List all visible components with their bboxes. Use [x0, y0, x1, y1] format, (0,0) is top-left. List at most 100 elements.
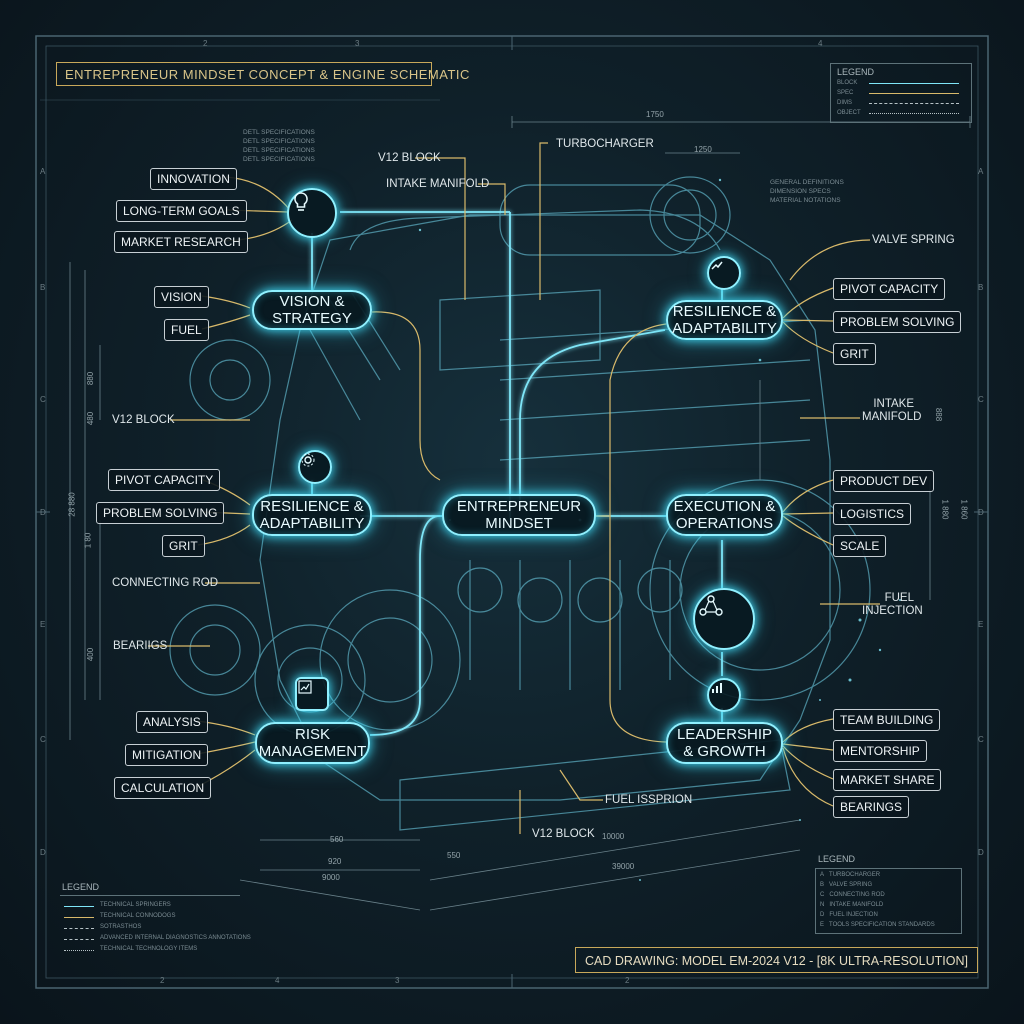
legend-box-bottom-left: TECHNICAL SPRINGERS TECHNICAL CONNODOGS …	[60, 895, 251, 956]
legend-row: B VALVE SPRING	[820, 882, 873, 888]
dimension-text: 39000	[612, 862, 635, 871]
dimension-text: 560	[330, 835, 344, 844]
dimension-text: 920	[328, 857, 342, 866]
grid-label-right: C	[978, 735, 984, 744]
legend-row: TECHNICAL SPRINGERS	[100, 902, 171, 908]
grid-label-right: E	[978, 620, 984, 629]
label-connecting-rod: CONNECTING ROD	[112, 577, 219, 589]
legend-row: C CONNECTING ROD	[820, 892, 885, 898]
legend-title-bottom-right: LEGEND	[818, 854, 856, 864]
label-intake-manifold-top: INTAKE MANIFOLD	[386, 178, 490, 190]
legend-row: E TOOLS SPECIFICATION STANDARDS	[820, 922, 935, 928]
gear-icon	[298, 450, 332, 484]
network-nodes-icon	[693, 588, 755, 650]
grid-label-left: C	[40, 735, 46, 744]
grid-label-left: C	[40, 395, 46, 404]
label-fuel: FUEL	[164, 319, 209, 341]
label-problem-solving-left: PROBLEM SOLVING	[96, 502, 225, 524]
label-pivot-capacity-right: PIVOT CAPACITY	[833, 278, 946, 300]
cyan-connectors	[311, 211, 723, 736]
label-analysis: ANALYSIS	[136, 711, 208, 733]
legend-box-bottom-right: A TURBOCHARGER B VALVE SPRING C CONNECTI…	[815, 868, 962, 934]
legend-line-sample	[869, 113, 959, 115]
label-bearings-left: BEARIIGS	[113, 640, 168, 652]
sparkle-dots	[418, 178, 901, 881]
grid-label-top: 2	[203, 39, 208, 48]
legend-line-sample	[869, 83, 959, 84]
lightbulb-icon	[287, 188, 337, 238]
label-fuel-ission: FUEL ISSPRION	[605, 794, 693, 806]
legend-line-sample	[869, 93, 959, 94]
drawing-title: ENTREPRENEUR MINDSET CONCEPT & ENGINE SC…	[56, 62, 469, 86]
legend-row: D FUEL INJECTION	[820, 912, 878, 918]
legend-line-sample	[869, 103, 959, 105]
legend-row: N INTAKE MANIFOLD	[820, 902, 884, 908]
grid-label-bottom: 2	[160, 976, 165, 985]
node-execution-operations[interactable]: EXECUTION &OPERATIONS	[666, 494, 783, 536]
legend-row: ADVANCED INTERNAL DIAGNOSTICS ANNOTATION…	[100, 935, 251, 941]
drawing-footer-title: CAD DRAWING: MODEL EM-2024 V12 - [8K ULT…	[575, 947, 978, 973]
legend-row: SOTRASTHOS	[100, 924, 142, 930]
label-v12-block-bottom: V12 BLOCK	[532, 828, 595, 840]
dimension-text: 1 860	[959, 499, 969, 520]
node-resilience-adaptability-right[interactable]: RESILIENCE &ADAPTABILITY	[666, 300, 783, 340]
legend-row: TECHNICAL TECHNOLOGY ITEMS	[100, 946, 198, 952]
grid-label-bottom: 4	[275, 976, 280, 985]
grid-label-top: 4	[818, 39, 823, 48]
node-vision-strategy[interactable]: VISION &STRATEGY	[252, 290, 372, 330]
grid-label-left: A	[40, 167, 46, 176]
label-grit-left: GRIT	[162, 535, 205, 557]
legend-row: TECHNICAL CONNODOGS	[100, 913, 176, 919]
label-scale: SCALE	[833, 535, 887, 557]
label-turbocharger: TURBOCHARGER	[556, 138, 654, 150]
dimension-text: 28 880	[67, 492, 77, 517]
label-grit-right: GRIT	[833, 343, 876, 365]
grid-label-left: E	[40, 620, 46, 629]
grid-label-left: D	[40, 508, 46, 517]
node-resilience-adaptability-left[interactable]: RESILIENCE &ADAPTABILITY	[252, 494, 372, 536]
dimension-text: 480	[86, 411, 96, 426]
label-long-term-goals: LONG-TERM GOALS	[116, 200, 247, 222]
label-product-dev: PRODUCT DEV	[833, 470, 935, 492]
grid-label-left: D	[40, 848, 46, 857]
grid-label-right: B	[978, 283, 984, 292]
dimension-text: 9000	[322, 873, 340, 882]
label-v12-block-left: V12 BLOCK	[112, 414, 175, 426]
node-leadership-growth[interactable]: LEADERSHIP& GROWTH	[666, 722, 783, 764]
dimension-text: 550	[447, 851, 461, 860]
grid-label-bottom: 3	[395, 976, 400, 985]
grid-label-right: D	[978, 848, 984, 857]
legend-row: BLOCK	[837, 80, 858, 86]
legend-row: OBJECT	[837, 110, 861, 116]
dimension-text: 1 80	[83, 532, 93, 549]
label-market-share: MARKET SHARE	[833, 769, 942, 791]
label-problem-solving-right: PROBLEM SOLVING	[833, 311, 962, 333]
label-valve-spring: VALVE SPRING	[872, 234, 955, 246]
legend-row: A TURBOCHARGER	[820, 872, 881, 878]
legend-row: DIMS	[837, 100, 852, 106]
label-vision: VISION	[154, 286, 209, 308]
grid-label-right: D	[978, 508, 984, 517]
bar-chart-icon	[707, 678, 741, 712]
dimension-text: 888	[934, 407, 944, 422]
chart-document-icon	[295, 677, 329, 711]
label-bearings-right: BEARINGS	[833, 796, 910, 818]
label-v12-block-top: V12 BLOCK	[378, 152, 441, 164]
dimension-text: 1 880	[940, 499, 950, 520]
label-market-research: MARKET RESEARCH	[114, 231, 248, 253]
grid-label-top: 3	[355, 39, 360, 48]
label-calculation: CALCULATION	[114, 777, 212, 799]
engine-illustration	[169, 176, 871, 831]
legend-title-bottom-left: LEGEND	[62, 882, 100, 892]
grid-label-left: B	[40, 283, 46, 292]
grid-label-right: A	[978, 167, 984, 176]
legend-title: LEGEND	[837, 67, 875, 77]
grid-label-right: C	[978, 395, 984, 404]
grid-label-bottom: 2	[625, 976, 630, 985]
dimension-text: 400	[86, 647, 96, 662]
